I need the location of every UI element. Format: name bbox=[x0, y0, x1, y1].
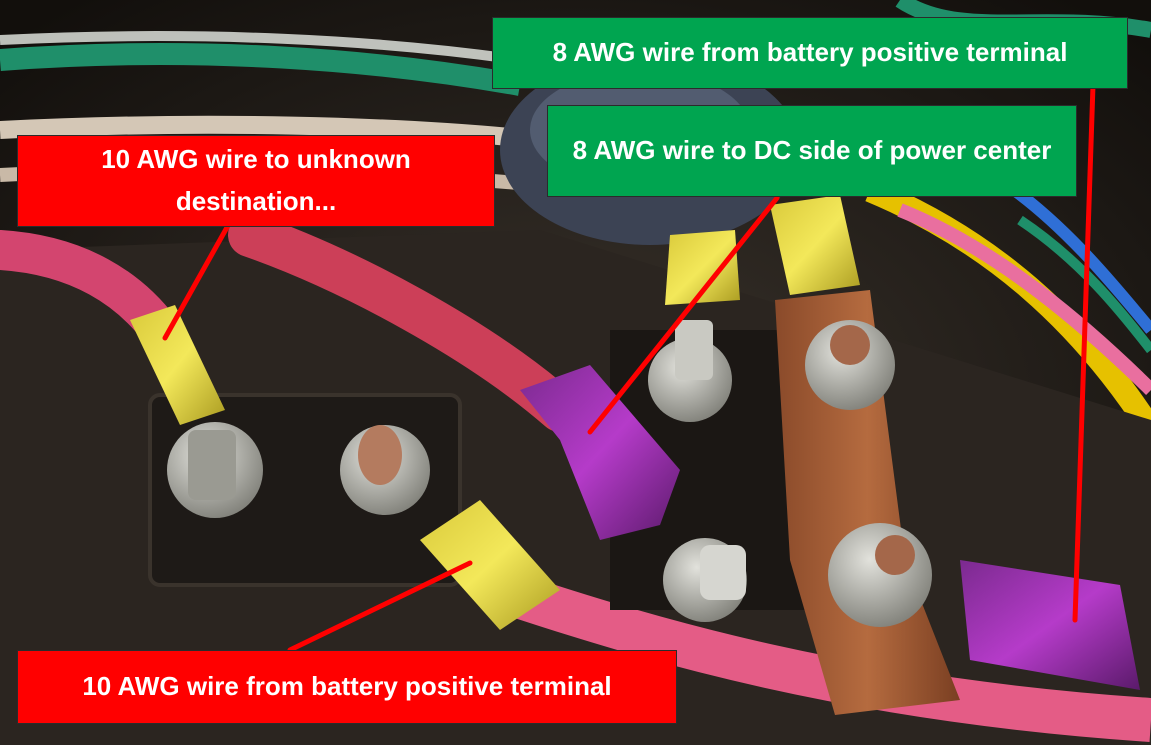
white-wire bbox=[0, 31, 521, 65]
label-10awg-unknown: 10 AWG wire to unknown destination... bbox=[17, 135, 495, 227]
red-wire-center bbox=[228, 213, 582, 432]
green-wire bbox=[0, 43, 522, 96]
right-breaker-stud-1 bbox=[675, 320, 713, 380]
pointer-line-8awg-battery bbox=[1072, 82, 1096, 623]
pointer-line-dc bbox=[587, 195, 780, 435]
label-8awg-battery: 8 AWG wire from battery positive termina… bbox=[492, 17, 1128, 89]
pointer-line-10awg-battery bbox=[287, 560, 473, 653]
purple-terminal-center bbox=[520, 365, 680, 540]
yellow-terminal-bottom bbox=[420, 500, 560, 630]
right-breaker-stud-2 bbox=[700, 545, 746, 600]
right-bus-nut-2 bbox=[828, 523, 932, 627]
right-bus-stud-2 bbox=[875, 535, 915, 575]
yellow-terminal-left bbox=[130, 305, 225, 425]
right-bus-stud-1 bbox=[830, 325, 870, 365]
tan-wire bbox=[0, 115, 541, 149]
left-breaker-stud-1 bbox=[188, 430, 236, 500]
pointer-lines bbox=[162, 82, 1096, 653]
red-wire-bottom bbox=[493, 569, 1151, 742]
pink-wire-right bbox=[897, 203, 1151, 395]
pointer-line-unknown bbox=[162, 219, 233, 341]
label-10awg-battery: 10 AWG wire from battery positive termin… bbox=[17, 650, 677, 724]
purple-terminal-right bbox=[960, 560, 1140, 690]
label-8awg-dc: 8 AWG wire to DC side of power center bbox=[547, 105, 1077, 197]
green-wire-right bbox=[1017, 215, 1151, 354]
left-breaker-stud-2 bbox=[358, 425, 402, 485]
yellow-terminal-top-1 bbox=[665, 230, 740, 305]
yellow-terminal-top-2 bbox=[770, 195, 860, 295]
